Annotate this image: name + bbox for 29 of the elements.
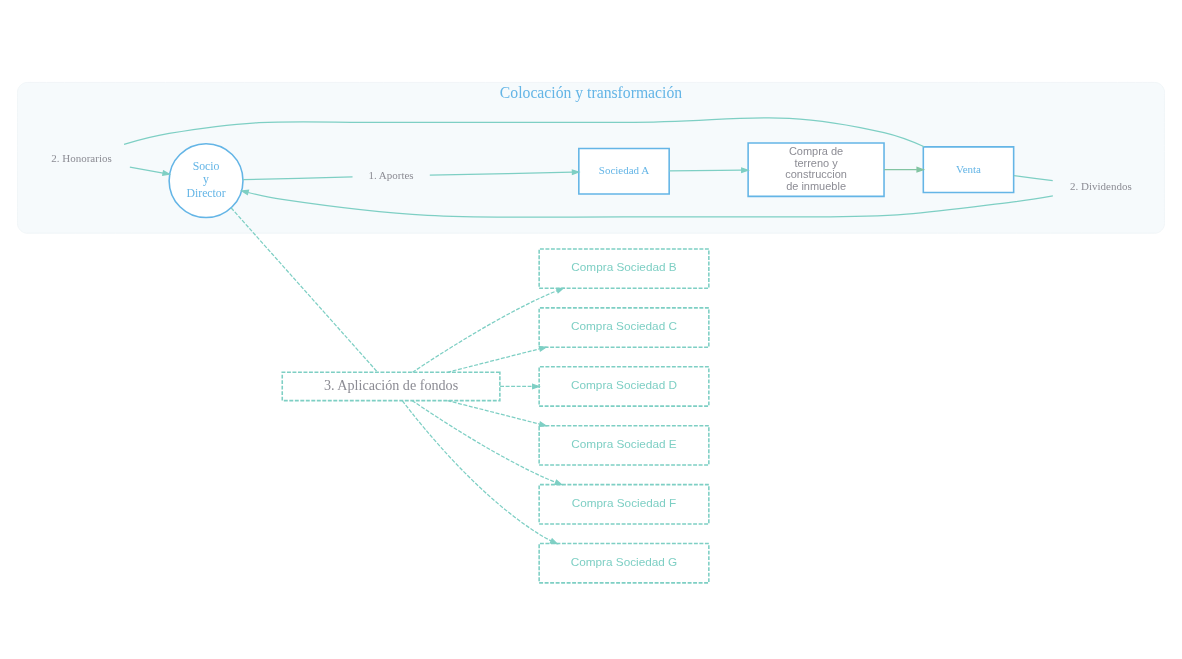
arrow — [429, 169, 581, 176]
node-box: Sociedad A — [578, 147, 670, 195]
arrow — [883, 166, 926, 173]
node-circle: Socio y Director — [168, 142, 244, 219]
node-box: Compra Sociedad B — [538, 248, 710, 290]
connector — [242, 176, 354, 181]
node-box: Compra Sociedad E — [538, 424, 710, 466]
node-box: Compra Sociedad G — [538, 542, 710, 584]
node-box: Venta — [922, 146, 1015, 194]
arrow — [411, 400, 564, 486]
arrow — [240, 189, 1054, 218]
arrow — [401, 400, 559, 545]
connector — [230, 207, 379, 373]
node-box: Compra Sociedad D — [538, 366, 710, 407]
arrow — [411, 287, 565, 373]
node-box: Compra Sociedad C — [538, 307, 710, 348]
arrow — [668, 167, 750, 174]
node-text: 2. Dividendos — [1070, 179, 1132, 192]
node-text: 1. Aportes — [368, 168, 414, 181]
arrow — [499, 383, 541, 390]
arrow — [446, 400, 548, 427]
arrow — [446, 345, 548, 373]
node-text: 2. Honorarios — [51, 151, 112, 164]
connector — [123, 117, 925, 148]
node-box: 3. Aplicación de fondos — [281, 371, 501, 402]
connector — [1013, 174, 1054, 182]
node-box: Compra de terreno y construccion de inmueble — [747, 142, 885, 198]
node-box: Compra Sociedad F — [538, 483, 710, 525]
arrow — [129, 166, 172, 176]
